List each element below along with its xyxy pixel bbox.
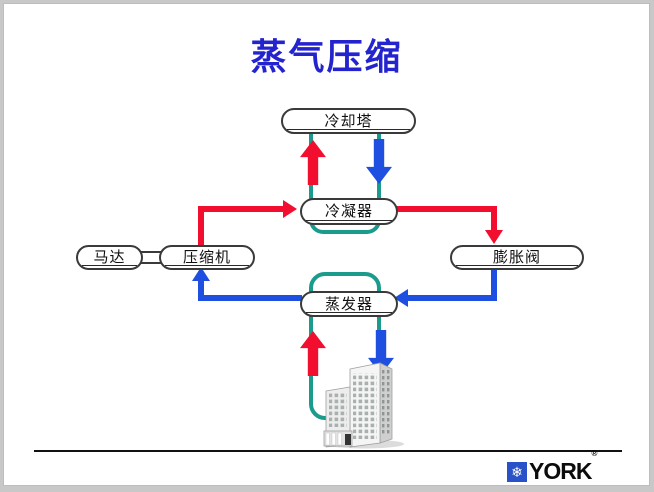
footer-divider — [34, 450, 622, 452]
slide-canvas: 蒸气压缩 — [3, 3, 650, 486]
york-logo-mark: ❄ — [507, 461, 527, 482]
cooling-tower-label: 冷却塔 — [324, 112, 373, 130]
york-logo-text: YORK® — [529, 449, 597, 485]
node-condenser: 冷凝器 — [300, 198, 398, 225]
compressor-label: 压缩机 — [182, 249, 231, 266]
hot-arrowhead-into-condenser — [283, 200, 297, 218]
cold-line-from-evaporator — [198, 295, 302, 301]
snowflake-icon: ❄ — [511, 463, 523, 480]
node-motor: 马达 — [76, 245, 143, 270]
label-underline — [456, 265, 578, 266]
cold-line-to-evaporator — [408, 295, 497, 301]
label-underline — [306, 220, 392, 221]
label-underline — [306, 312, 392, 313]
page-title: 蒸气压缩 — [250, 36, 403, 78]
evaporator-label: 蒸发器 — [324, 295, 373, 313]
node-cooling-tower: 冷却塔 — [281, 108, 416, 134]
hot-arrowhead-into-valve — [485, 230, 503, 244]
cold-arrowhead-into-compressor — [192, 267, 210, 281]
label-underline — [82, 265, 137, 266]
node-compressor: 压缩机 — [159, 245, 255, 270]
hot-line-valve-vertical — [491, 206, 497, 230]
label-underline — [165, 265, 249, 266]
cold-line-compressor-vertical — [198, 281, 204, 301]
node-evaporator: 蒸发器 — [300, 291, 398, 317]
label-underline — [287, 129, 410, 130]
registered-mark: ® — [591, 449, 597, 458]
node-expansion-valve: 膨胀阀 — [450, 245, 584, 270]
motor-shaft-connector — [137, 251, 161, 264]
hot-line-compressor-vertical — [198, 206, 204, 247]
motor-label: 马达 — [93, 249, 126, 266]
expansion-valve-label: 膨胀阀 — [492, 249, 541, 266]
condenser-label: 冷凝器 — [324, 203, 373, 220]
york-logo: ❄ YORK® — [507, 449, 597, 485]
hot-line-to-condenser — [198, 206, 283, 212]
cold-line-valve-vertical — [491, 266, 497, 301]
hot-line-from-condenser — [392, 206, 494, 212]
building-illustration — [323, 362, 404, 449]
york-brand-name: YORK — [529, 458, 592, 484]
